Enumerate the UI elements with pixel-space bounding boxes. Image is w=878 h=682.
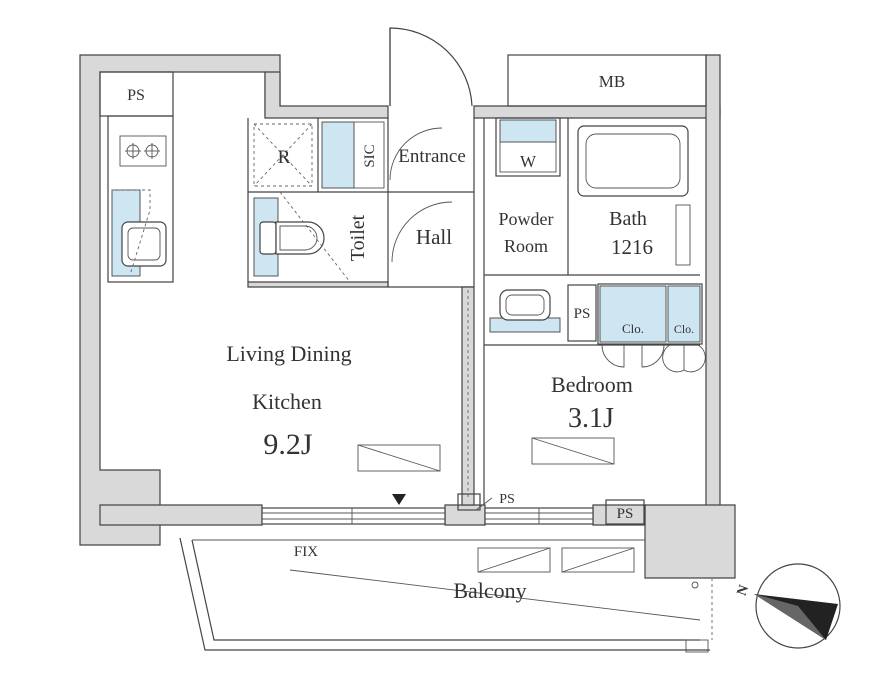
toilet-door-swing xyxy=(279,191,351,283)
ldk-size: 9.2J xyxy=(263,428,313,461)
north-label: N xyxy=(735,583,753,598)
bedroom-window xyxy=(484,507,594,525)
bathtub-icon xyxy=(577,125,689,197)
ps-right-label: PS xyxy=(617,506,634,522)
sic-label: SIC xyxy=(362,144,378,167)
refrigerator-space xyxy=(253,123,313,187)
bath-shelf xyxy=(675,204,691,266)
right-lower-wall xyxy=(644,504,736,579)
ps-top-label: PS xyxy=(127,87,145,104)
closet-1 xyxy=(599,285,667,343)
top-exterior-wall-left xyxy=(264,71,389,119)
outdoor-unit-2 xyxy=(561,547,635,573)
toilet-label: Toilet xyxy=(347,214,369,261)
washer-space xyxy=(495,117,561,177)
sic-storage xyxy=(321,121,355,189)
balcony-label: Balcony xyxy=(453,578,526,603)
closet-2-label: Clo. xyxy=(674,322,694,336)
ldk-label-line2: Kitchen xyxy=(252,389,322,414)
r-label: R xyxy=(278,147,291,168)
bottom-wall-left xyxy=(99,504,263,526)
ps-window-box xyxy=(457,493,481,511)
closet-frame xyxy=(597,283,703,345)
closet-2 xyxy=(667,285,701,343)
closet-doors xyxy=(601,344,706,373)
ldk-window xyxy=(261,507,446,525)
hall-label: Hall xyxy=(416,225,452,249)
washbasin-icon xyxy=(499,289,551,321)
outdoor-unit-1 xyxy=(477,547,551,573)
ps-window-label: PS xyxy=(499,492,515,507)
north-compass-icon xyxy=(754,563,841,649)
ps-right-box xyxy=(605,499,645,525)
inner-door-swing xyxy=(389,127,443,181)
entrance-label: Entrance xyxy=(398,146,466,167)
toilet-icon xyxy=(259,221,325,255)
bath-size: 1216 xyxy=(611,235,653,259)
bedroom-label: Bedroom xyxy=(551,372,633,397)
left-exterior-wall xyxy=(79,54,281,546)
mb-label: MB xyxy=(599,72,625,91)
ps-mid-box xyxy=(567,284,597,342)
hall-door-swing xyxy=(391,201,453,263)
ldk-aircon-icon xyxy=(357,444,441,472)
ldk-label-line1: Living Dining xyxy=(226,341,351,366)
w-label: W xyxy=(520,152,537,171)
top-exterior-wall-right xyxy=(473,105,721,119)
bedroom-size: 3.1J xyxy=(568,403,614,434)
powder-room-label-line2: Room xyxy=(504,236,548,256)
kitchen-counter xyxy=(107,115,174,283)
mb-meter-box xyxy=(507,54,707,107)
entrance-door[interactable] xyxy=(389,27,473,107)
bath-label: Bath xyxy=(609,208,647,230)
balcony-drain xyxy=(685,639,709,653)
sic-room xyxy=(353,121,385,189)
balcony-outer-edge xyxy=(179,537,710,651)
closet-1-label: Clo. xyxy=(622,321,644,336)
counter-dashed-line xyxy=(112,189,151,276)
mid-partition-wall xyxy=(247,281,389,288)
entry-direction-marker xyxy=(392,494,406,505)
ps-mid-label: PS xyxy=(574,306,591,322)
fix-label: FIX xyxy=(294,544,318,560)
powder-room-label-line1: Powder xyxy=(499,209,554,229)
ps-window-leader xyxy=(475,497,493,511)
balcony-inner-edge xyxy=(191,539,700,641)
stove-icon xyxy=(119,135,167,167)
bedroom-aircon-icon xyxy=(531,437,615,465)
right-exterior-wall xyxy=(705,54,721,516)
balcony-hook xyxy=(691,581,699,589)
balcony-fix-line xyxy=(289,569,701,621)
sink-icon xyxy=(121,221,167,267)
ldk-bedroom-wall xyxy=(461,286,475,506)
